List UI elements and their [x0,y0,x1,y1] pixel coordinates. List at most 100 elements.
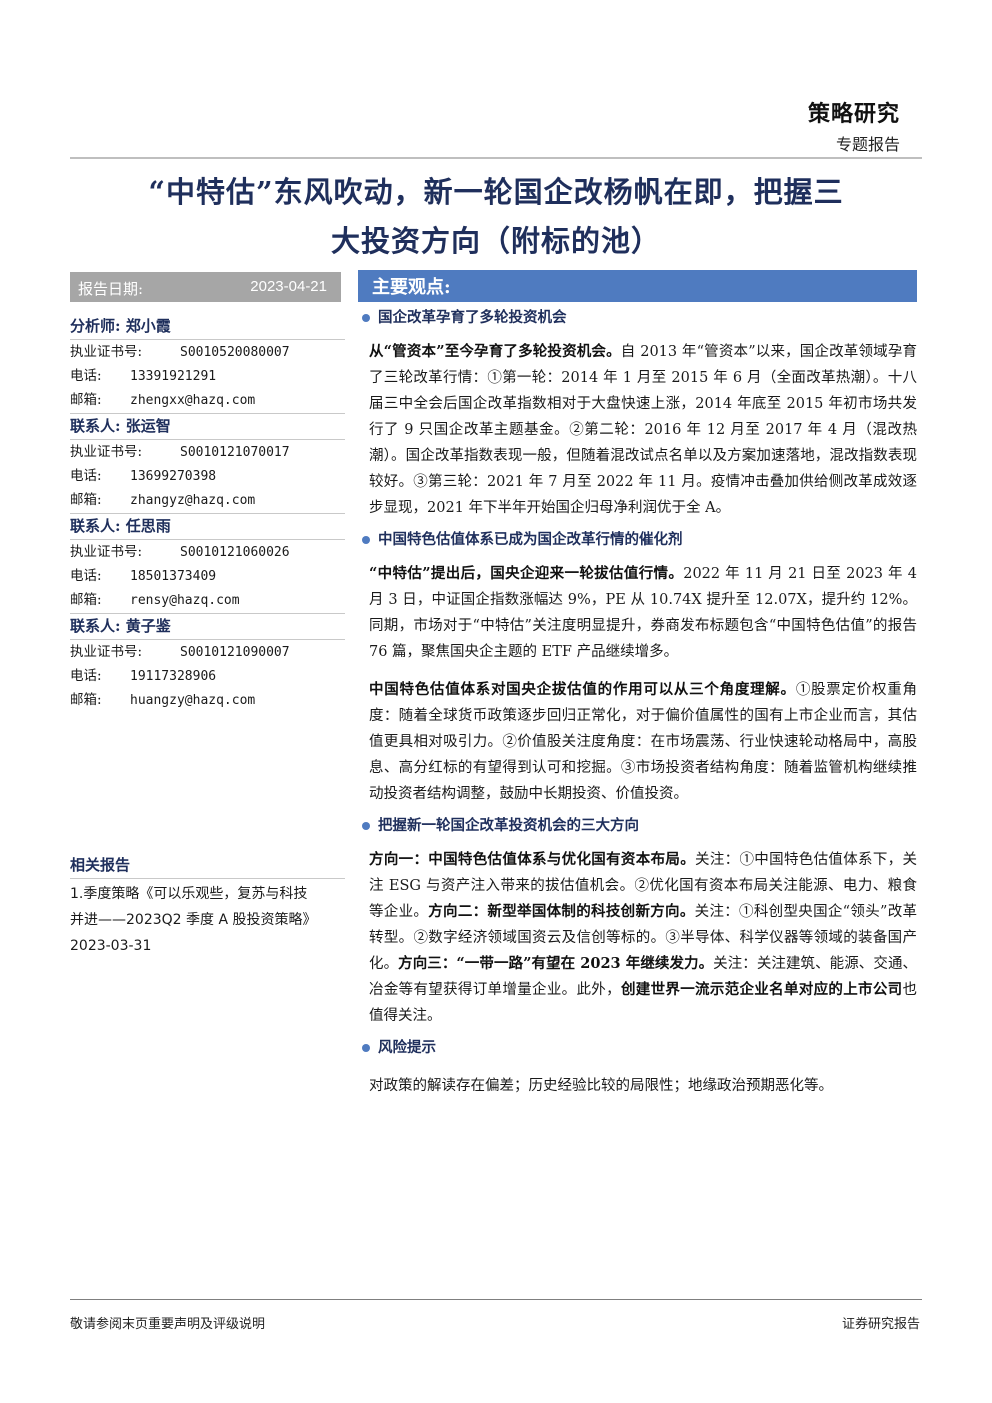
phone-number: 13391921291 [130,369,217,384]
paragraph-lead: “中特估”提出后，国央企迎来一轮拔估值行情。 [369,565,684,582]
contact-block: 联系人: 黄子鉴 执业证书号:S0010121090007 电话: 1911732… [70,614,345,712]
paragraph-lead: 中国特色估值体系对国央企拔估值的作用可以从三个角度理解。 [369,681,796,698]
main-points-heading: 主要观点: [372,277,451,298]
cert-number: S0010520080007 [180,345,290,360]
contact-cert: 执业证书号: S0010121060026 [70,540,345,564]
contact-phone: 电话: 13699270398 [70,464,345,488]
email-address[interactable]: zhengxx@hazq.com [130,393,256,408]
contact-cert: 执业证书号: S0010121070017 [70,440,345,464]
contact-block: 分析师: 郑小霞 执业证书号: S0010520080007 电话: 1339192… [70,314,345,414]
title-line-2: 大投资方向（附标的池） [330,224,661,258]
related-report-line: 并进——2023Q2 季度 A 股投资策略》 [70,912,317,928]
section-heading: 国企改革孕育了多轮投资机会 [358,305,917,331]
phone-number: 18501373409 [130,569,217,584]
related-reports-divider [70,878,345,879]
report-title: “中特估”东风吹动，新一轮国企改杨帆在即，把握三 大投资方向（附标的池） [70,168,922,266]
contact-divider [70,413,345,414]
section-heading: 把握新一轮国企改革投资机会的三大方向 [358,813,917,839]
paragraph-text: ①股票定价权重角度：随着全球货币政策逐步回归正常化，对于偏价值属性的国有上市企业… [369,682,918,802]
phone-label: 电话: [70,368,102,384]
cert-label: 执业证书号: [70,344,143,360]
direction-one-text: 关注：①中国特色估值体系下，关注 ESG 与资产注入带来的拔估值机会。②优化国有… [369,852,918,920]
contact-name: 张运智 [125,417,171,435]
report-date-label: 报告日期: [78,280,144,298]
title-line-1: “中特估”东风吹动，新一轮国企改杨帆在即，把握三 [148,175,844,209]
contact-name: 黄子鉴 [125,617,171,635]
contact-name: 任思雨 [125,517,171,535]
contact-role-name: 联系人: 任思雨 [70,514,345,538]
contact-email: 邮箱: huangzy@hazq.com [70,688,345,712]
contact-cert: 执业证书号: S0010520080007 [70,340,345,364]
contact-divider [70,339,345,340]
email-address[interactable]: huangzy@hazq.com [130,693,256,708]
cert-number: S0010121060026 [180,545,290,560]
contact-divider [70,613,345,614]
cert-label: 执业证书号: [70,644,143,660]
contact-divider [70,639,345,640]
phone-label: 电话: [70,668,102,684]
bullet-dot-icon [362,536,370,544]
contact-role: 联系人: [70,417,121,435]
cert-number: S0010121070017 [180,445,290,460]
section-heading: 中国特色估值体系已成为国企改革行情的催化剂 [358,527,917,553]
cert-label: 执业证书号: [70,444,143,460]
contacts-panel: 分析师: 郑小霞 执业证书号: S0010520080007 电话: 1339192… [70,314,345,712]
contact-block: 联系人: 任思雨 执业证书号: S0010121060026 电话: 1850137… [70,514,345,614]
related-report-item[interactable]: 1.季度策略《可以乐观些，复苏与科技 并进——2023Q2 季度 A 股投资策略… [70,881,345,959]
header-divider [70,157,922,159]
paragraph-text: 自 2013 年“管资本”以来，国企改革领域孕育了三轮改革行情：①第一轮：201… [369,344,917,516]
report-subcategory: 专题报告 [835,135,900,154]
phone-number: 19117328906 [130,669,217,684]
report-date-value: 2023-04-21 [250,278,327,295]
email-address[interactable]: zhangyz@hazq.com [130,493,256,508]
related-report-line: 1.季度策略《可以乐观些，复苏与科技 [70,886,308,902]
phone-label: 电话: [70,568,102,584]
paragraph-lead: 从“管资本”至今孕育了多轮投资机会。 [369,343,621,360]
paragraph-text: 2022 年 11 月 21 日至 2023 年 4 月 3 日，中证国企指数涨… [369,566,917,660]
main-points-bar: 主要观点: [358,270,917,302]
contact-role: 联系人: [70,517,121,535]
world-class-enterprise-lead: 创建世界一流示范企业名单对应的上市公司 [620,981,903,998]
paragraph-text: 对政策的解读存在偏差；历史经验比较的局限性；地缘政治预期恶化等。 [369,1078,833,1094]
contact-role: 分析师: [70,317,121,335]
bullet-dot-icon [362,822,370,830]
email-label: 邮箱: [70,692,102,708]
email-address[interactable]: rensy@hazq.com [130,593,240,608]
phone-label: 电话: [70,468,102,484]
main-content: 国企改革孕育了多轮投资机会 从“管资本”至今孕育了多轮投资机会。自 2013 年… [358,305,917,1099]
footer-disclaimer: 敬请参阅末页重要声明及评级说明 [70,1317,266,1332]
section-title: 风险提示 [378,1039,436,1056]
paragraph: 中国特色估值体系对国央企拔估值的作用可以从三个角度理解。①股票定价权重角度：随着… [358,677,917,807]
bullet-dot-icon [362,1044,370,1052]
direction-two-lead: 方向二：新型举国体制的科技创新方向。 [428,903,695,920]
direction-three-lead: 方向三：“一带一路”有望在 2023 年继续发力。 [398,955,714,972]
contact-email: 邮箱: zhangyz@hazq.com [70,488,345,512]
contact-role: 联系人: [70,617,121,635]
contact-phone: 电话: 19117328906 [70,664,345,688]
paragraph: 方向一：中国特色估值体系与优化国有资本布局。关注：①中国特色估值体系下，关注 E… [358,847,917,1029]
footer-divider [70,1299,922,1300]
footer-doc-type: 证券研究报告 [841,1317,920,1332]
paragraph: 对政策的解读存在偏差；历史经验比较的局限性；地缘政治预期恶化等。 [358,1073,917,1099]
direction-three-text: 关注：关注建筑、能源、交通、冶金等有望获得订单增量企业。此外， [369,956,918,998]
contact-role-name: 分析师: 郑小霞 [70,314,345,338]
section-title: 国企改革孕育了多轮投资机会 [378,309,567,326]
contact-divider [70,539,345,540]
cert-label: 执业证书号: [70,544,143,560]
phone-number: 13699270398 [130,469,217,484]
section-title: 把握新一轮国企改革投资机会的三大方向 [378,817,639,834]
contact-role-name: 联系人: 黄子鉴 [70,614,345,638]
contact-phone: 电话: 18501373409 [70,564,345,588]
email-label: 邮箱: [70,492,102,508]
report-date-bar: 报告日期: 2023-04-21 [70,272,341,302]
direction-two-text: 关注：①科创型央国企“领头”改革转型。②数字经济领域国资云及信创等标的。③半导体… [369,904,918,972]
section-heading: 风险提示 [358,1035,917,1061]
contact-divider [70,513,345,514]
contact-phone: 电话: 13391921291 [70,364,345,388]
email-label: 邮箱: [70,592,102,608]
contact-email: 邮箱: rensy@hazq.com [70,588,345,612]
contact-cert: 执业证书号:S0010121090007 [70,640,345,664]
email-label: 邮箱: [70,392,102,408]
contact-role-name: 联系人: 张运智 [70,414,345,438]
paragraph: “中特估”提出后，国央企迎来一轮拔估值行情。2022 年 11 月 21 日至 … [358,561,917,665]
